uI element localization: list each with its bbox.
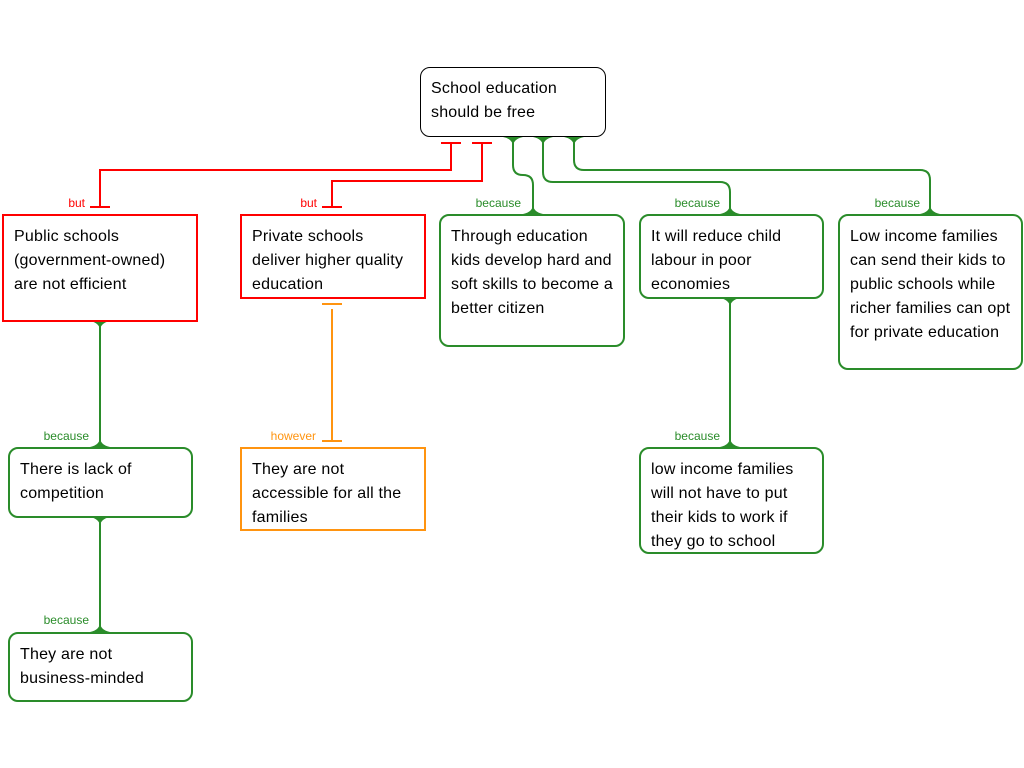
label-because-d1: because — [674, 429, 720, 443]
label-because-2: because — [674, 196, 720, 210]
support-link-1 — [512, 137, 534, 214]
reason-kids-not-work[interactable]: low income families will not have to put… — [639, 447, 824, 554]
reason-not-business-minded[interactable]: They are not business-minded — [8, 632, 193, 702]
reason-lack-competition[interactable]: There is lack of competition — [8, 447, 193, 518]
rebuttal-not-accessible[interactable]: They are not accessible for all the fami… — [240, 447, 426, 531]
reason-skills[interactable]: Through education kids develop hard and … — [439, 214, 625, 347]
support-link-2 — [542, 137, 731, 214]
support-link-3 — [573, 137, 931, 214]
reason-income-choice[interactable]: Low income families can send their kids … — [838, 214, 1023, 370]
label-because-a2: because — [43, 613, 89, 627]
label-because-1: because — [475, 196, 521, 210]
objection-public-schools[interactable]: Public schools (government-owned) are no… — [2, 214, 198, 322]
label-but-2: but — [300, 196, 317, 210]
reason-child-labour[interactable]: It will reduce child labour in poor econ… — [639, 214, 824, 299]
main-claim[interactable]: School education should be free — [420, 67, 606, 137]
rebuttal-link — [322, 303, 342, 442]
objection-link-2 — [322, 142, 492, 208]
label-because-3: because — [874, 196, 920, 210]
label-but-1: but — [68, 196, 85, 210]
label-because-a1: because — [43, 429, 89, 443]
label-however: however — [270, 429, 316, 443]
objection-link-1 — [90, 142, 461, 208]
objection-private-schools[interactable]: Private schools deliver higher quality e… — [240, 214, 426, 299]
